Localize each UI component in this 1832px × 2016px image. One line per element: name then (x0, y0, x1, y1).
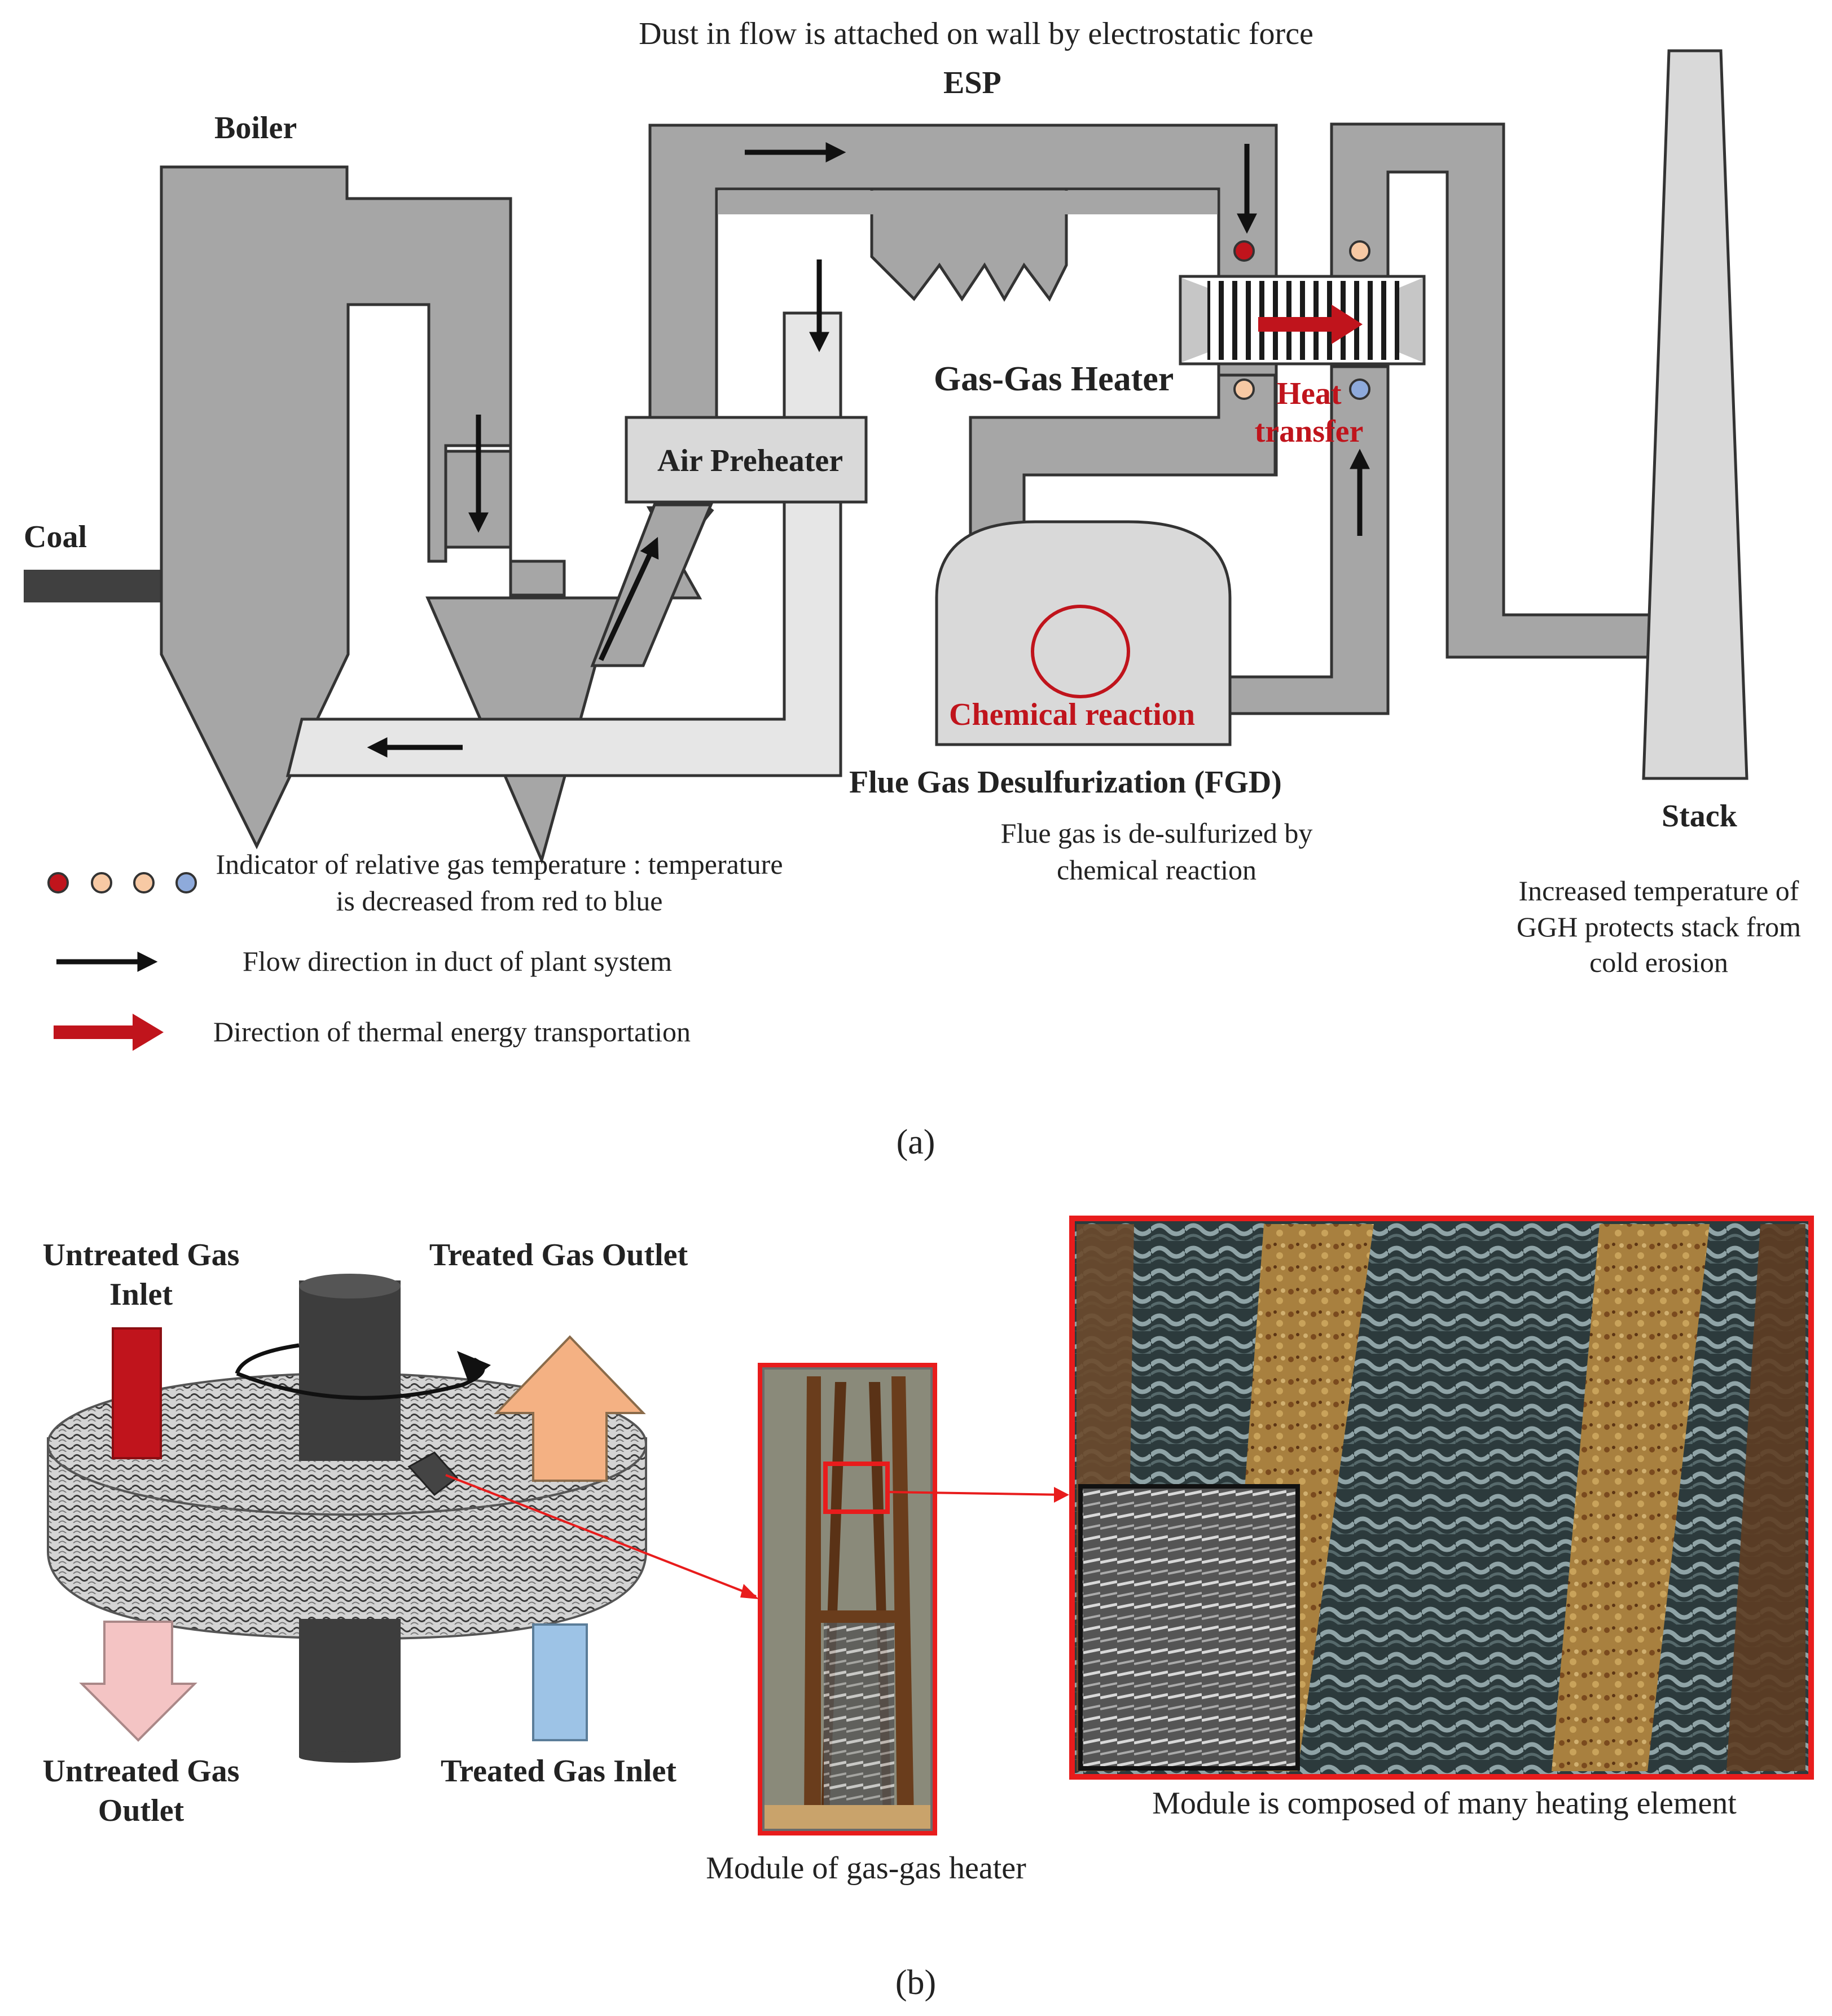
legend-thermal-text: Direction of thermal energy transportati… (213, 1016, 691, 1047)
esp-note: Dust in flow is attached on wall by elec… (639, 16, 1313, 51)
element-inset-photo (1078, 1484, 1300, 1771)
ggh-shaft-bottom (299, 1619, 401, 1757)
caption-b: (b) (895, 1964, 937, 2002)
module-frame-left (804, 1376, 821, 1819)
legend-dot-peach-2 (133, 872, 155, 893)
chemical-reaction-label: Chemical reaction (949, 697, 1195, 732)
untreated-outlet-label: Untreated Gas Outlet (42, 1754, 240, 1828)
treated-outlet-arrow (494, 1335, 646, 1482)
temp-dot-blue (1349, 378, 1370, 400)
coal-feed-pipe (24, 570, 165, 602)
ggh-right-cap (1399, 278, 1422, 362)
treated-outlet-label: Treated Gas Outlet (429, 1238, 688, 1273)
rotation-arrow-back (235, 1343, 300, 1375)
flow-arrow-diagonal (598, 536, 659, 661)
untreated-inlet-label: Untreated Gas Inlet (42, 1238, 240, 1312)
ggh-left-cap (1182, 278, 1207, 362)
fgd-label: Flue Gas Desulfurization (FGD) (849, 765, 1282, 800)
fgd-note: Flue gas is de-sulfurized by chemical re… (1000, 817, 1313, 886)
module-inner-bars (821, 1382, 891, 1816)
stack (1642, 49, 1748, 780)
ggh-shaft-base (299, 1751, 401, 1763)
module-floor (765, 1805, 930, 1829)
boiler-label: Boiler (214, 111, 297, 146)
air-return-duct (285, 311, 842, 777)
untreated-outlet-arrow (79, 1621, 197, 1742)
temp-dot-peach-2 (1233, 378, 1255, 400)
module-pointer-line (445, 1474, 757, 1597)
treated-inlet-label: Treated Gas Inlet (441, 1754, 676, 1789)
module-pointer-head (740, 1584, 759, 1599)
ggh-shaft-top (299, 1280, 401, 1461)
rotation-arrow-head (457, 1351, 491, 1382)
air-preheater-label: Air Preheater (657, 443, 843, 478)
module-pointer-icon (407, 1451, 459, 1496)
module-zoom-box (823, 1462, 890, 1514)
legend-dot-peach-1 (91, 872, 112, 893)
zoom-pointer-head (1054, 1487, 1069, 1503)
air-preheater-box (625, 416, 868, 504)
stack-label: Stack (1662, 799, 1737, 834)
ggh-label: Gas-Gas Heater (934, 360, 1174, 398)
legend-dot-blue (175, 872, 197, 893)
module-caption: Module of gas-gas heater (706, 1851, 1026, 1886)
element-bar-4 (1726, 1224, 1805, 1771)
duct-to-air-preheater (590, 503, 713, 667)
treated-inlet-arrow (532, 1623, 588, 1741)
heat-transfer-arrow (1258, 305, 1363, 344)
module-crossbar (821, 1610, 897, 1623)
element-caption: Module is composed of many heating eleme… (1152, 1786, 1737, 1821)
element-bar-2 (1552, 1224, 1710, 1771)
chemical-reaction-circle (1031, 605, 1130, 698)
legend-red-arrow (54, 1014, 164, 1051)
temp-dot-red (1233, 240, 1255, 262)
legend-temperature-text: Indicator of relative gas temperature : … (216, 848, 783, 917)
coal-label: Coal (24, 520, 87, 554)
legend-flow-text: Flow direction in duct of plant system (243, 945, 673, 977)
module-frame-right (891, 1376, 914, 1819)
esp-channel-fill (718, 191, 1217, 214)
caption-a: (a) (896, 1123, 935, 1161)
ggh-shaft-cap (299, 1274, 401, 1298)
untreated-inlet-arrow (112, 1327, 162, 1459)
temp-dot-peach-1 (1349, 240, 1370, 262)
esp-label: ESP (943, 65, 1001, 100)
legend-dot-red (47, 872, 69, 893)
stack-note: Increased temperature of GGH protects st… (1516, 875, 1802, 978)
heat-transfer-label: Heat transfer (1254, 376, 1364, 450)
esp-electrodes (870, 187, 1068, 302)
module-elements (824, 1619, 894, 1811)
fgd-tank (935, 520, 1232, 746)
zoom-pointer-line (887, 1491, 1064, 1496)
